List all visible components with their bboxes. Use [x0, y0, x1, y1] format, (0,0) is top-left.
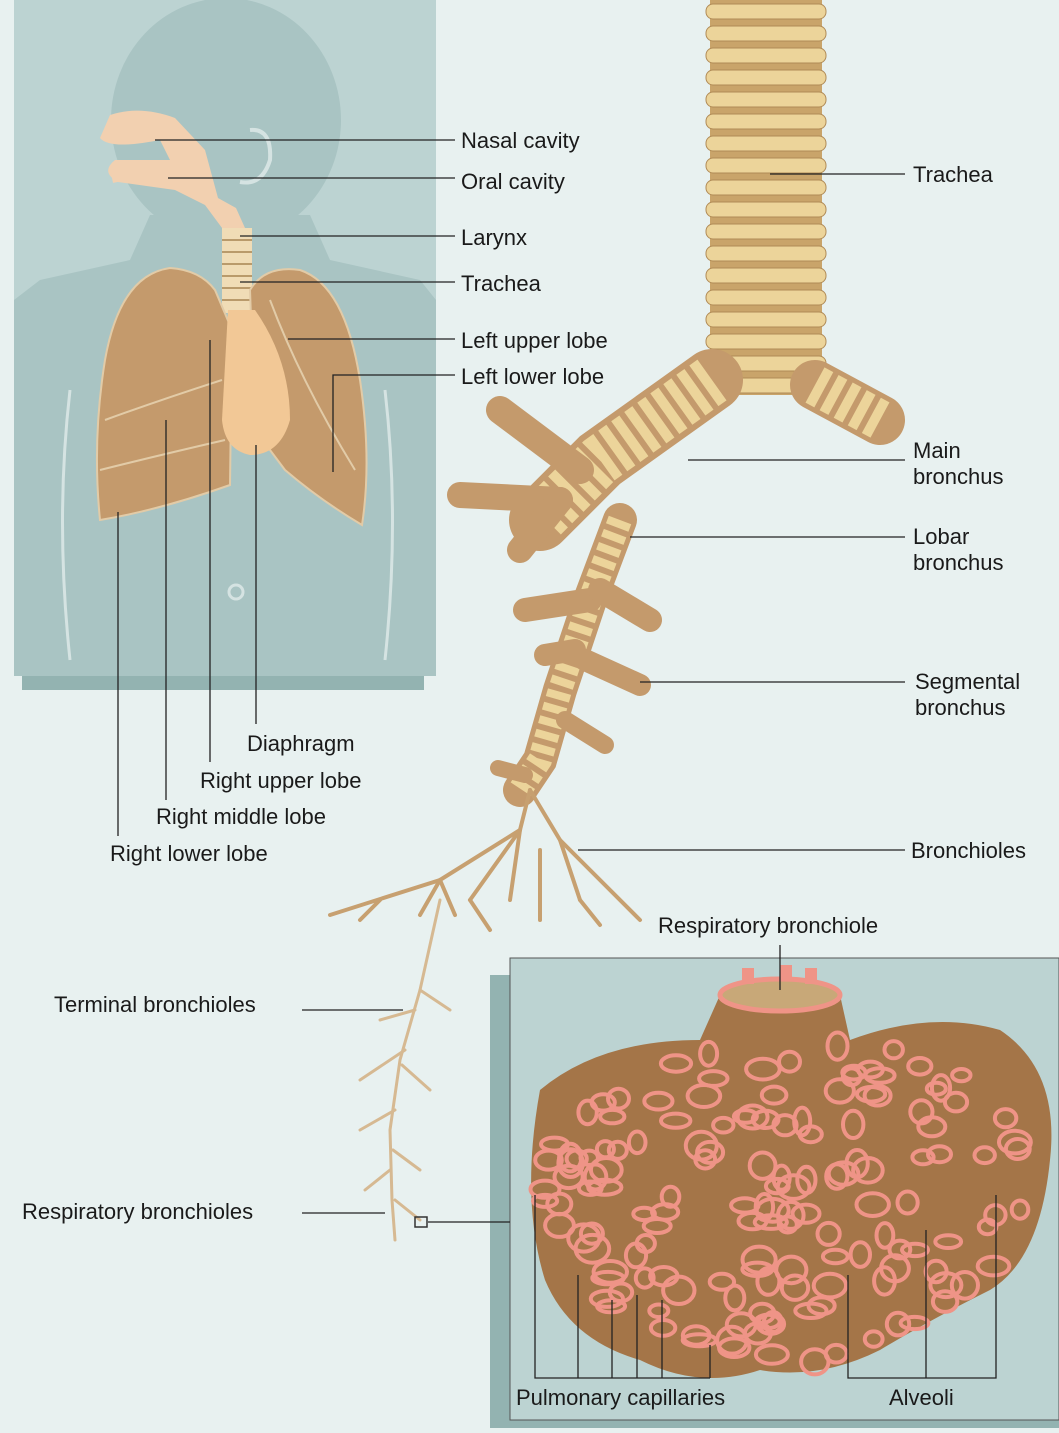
label-lobar-bronchus-line2: bronchus: [913, 550, 1004, 575]
label-alveoli: Alveoli: [889, 1385, 954, 1410]
trachea-ring: [706, 312, 826, 327]
trachea-ring: [706, 224, 826, 239]
label-bronchioles: Bronchioles: [911, 838, 1026, 863]
trachea-ring: [706, 4, 826, 19]
label-segmental-bronchus-line1: Segmental: [915, 669, 1020, 694]
label-right-lower-lobe: Right lower lobe: [110, 841, 268, 866]
trachea-ring: [706, 202, 826, 217]
trachea-ring: [706, 48, 826, 63]
trachea-ring: [706, 136, 826, 151]
label-terminal-bronchioles: Terminal bronchioles: [54, 992, 256, 1017]
label-oral-cavity: Oral cavity: [461, 169, 565, 194]
label-main-bronchus-line1: Main: [913, 438, 961, 463]
label-main-bronchus-line2: bronchus: [913, 464, 1004, 489]
label-lobar-bronchus-line1: Lobar: [913, 524, 969, 549]
trachea-ring: [706, 290, 826, 305]
trachea-ring: [706, 334, 826, 349]
trachea-ring: [706, 26, 826, 41]
trachea-ring: [706, 92, 826, 107]
label-diaphragm: Diaphragm: [247, 731, 355, 756]
label-respiratory-bronchioles: Respiratory bronchioles: [22, 1199, 253, 1224]
label-trachea: Trachea: [913, 162, 994, 187]
torso-panel: [14, 0, 436, 690]
trachea-illustration: [706, 0, 826, 395]
label-larynx: Larynx: [461, 225, 527, 250]
alveoli-inset-panel: [490, 958, 1059, 1428]
label-segmental-bronchus-line2: bronchus: [915, 695, 1006, 720]
label-right-middle-lobe: Right middle lobe: [156, 804, 326, 829]
label-left-lower-lobe: Left lower lobe: [461, 364, 604, 389]
trachea-ring: [706, 114, 826, 129]
label-trachea-body: Trachea: [461, 271, 542, 296]
trachea-ring: [706, 158, 826, 173]
trachea-ring: [706, 246, 826, 261]
label-pulmonary-capillaries: Pulmonary capillaries: [516, 1385, 725, 1410]
trachea-ring: [706, 180, 826, 195]
label-respiratory-bronchiole: Respiratory bronchiole: [658, 913, 878, 938]
label-right-upper-lobe: Right upper lobe: [200, 768, 361, 793]
trachea-ring: [706, 268, 826, 283]
label-left-upper-lobe: Left upper lobe: [461, 328, 608, 353]
trachea-ring: [706, 70, 826, 85]
label-nasal-cavity: Nasal cavity: [461, 128, 580, 153]
